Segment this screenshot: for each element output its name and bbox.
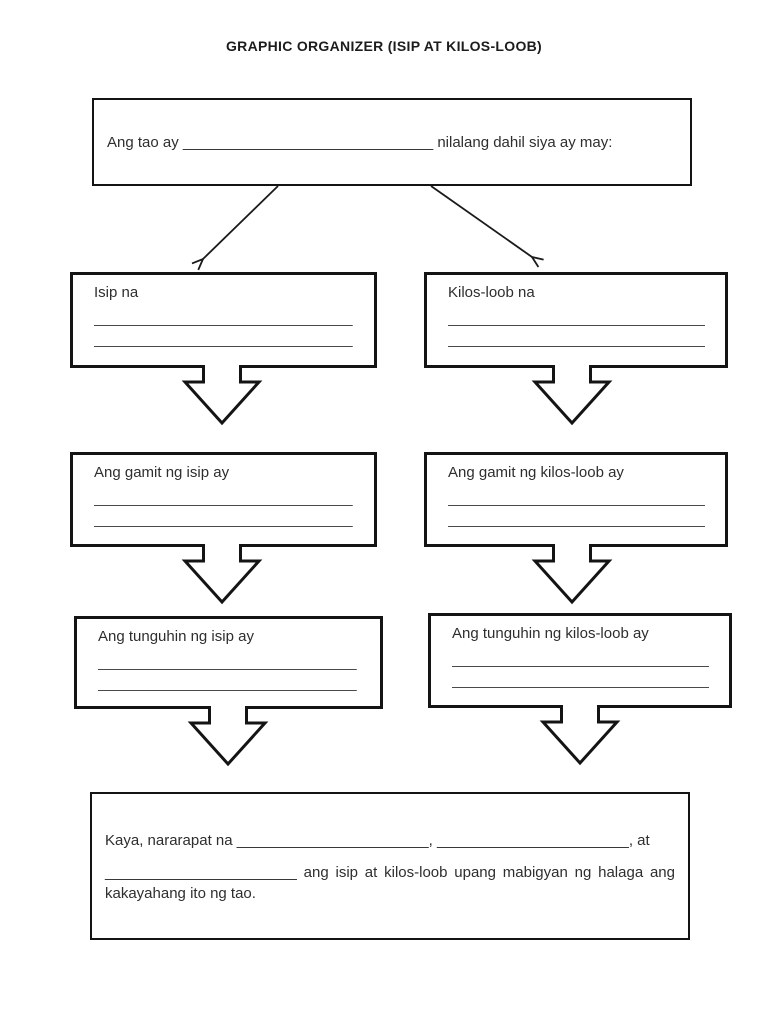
block-arrow-down-icon xyxy=(181,544,263,605)
box-kilos-loob-na: Kilos-loob na __________________________… xyxy=(424,272,728,368)
box-label: Ang gamit ng kilos-loob ay xyxy=(448,464,624,481)
conclusion-box: Kaya, nararapat na _____________________… xyxy=(90,792,690,940)
block-arrow-down-icon xyxy=(531,544,613,605)
blank-line: _______________________________ xyxy=(94,331,353,348)
blank-line: _______________________________ xyxy=(448,331,705,348)
box-tunguhin-ng-kilos-loob: Ang tunguhin ng kilos-loob ay __________… xyxy=(428,613,732,708)
blank-line: _______________________________ xyxy=(448,310,705,327)
blank-line: _______________________________ xyxy=(452,651,709,668)
blank-line: _______________________________ xyxy=(94,511,353,528)
box-gamit-ng-isip: Ang gamit ng isip ay ___________________… xyxy=(70,452,377,547)
blank-line: _______________________________ xyxy=(94,310,353,327)
conclusion-line: Kaya, nararapat na _____________________… xyxy=(105,832,650,849)
blank-line: _______________________________ xyxy=(94,490,353,507)
conclusion-line: _______________________ ang isip at kilo… xyxy=(105,864,675,881)
blank-line: _______________________________ xyxy=(448,490,705,507)
box-label: Isip na xyxy=(94,284,139,301)
arrow-down-right-icon xyxy=(430,185,532,257)
block-arrow-down-icon xyxy=(539,705,621,766)
blank-line: _______________________________ xyxy=(448,511,705,528)
premise-text: Ang tao ay _____________________________… xyxy=(107,133,613,151)
conclusion-line: kakayahang ito ng tao. xyxy=(105,885,256,902)
arrow-down-left-icon xyxy=(203,185,279,259)
box-tunguhin-ng-isip: Ang tunguhin ng isip ay ________________… xyxy=(74,616,383,709)
blank-line: _______________________________ xyxy=(98,654,357,671)
block-arrow-down-icon xyxy=(181,365,263,426)
blank-line: _______________________________ xyxy=(98,675,357,692)
block-arrow-down-icon xyxy=(187,706,269,767)
connector-arrows xyxy=(180,185,560,268)
box-label: Kilos-loob na xyxy=(448,284,535,301)
box-label: Ang gamit ng isip ay xyxy=(94,464,230,481)
box-isip-na: Isip na _______________________________ … xyxy=(70,272,377,368)
premise-box: Ang tao ay _____________________________… xyxy=(92,98,692,186)
box-gamit-ng-kilos-loob: Ang gamit ng kilos-loob ay _____________… xyxy=(424,452,728,547)
page-title: GRAPHIC ORGANIZER (ISIP AT KILOS-LOOB) xyxy=(225,38,543,54)
block-arrow-down-icon xyxy=(531,365,613,426)
box-label: Ang tunguhin ng kilos-loob ay xyxy=(452,625,649,642)
box-label: Ang tunguhin ng isip ay xyxy=(98,628,254,645)
blank-line: _______________________________ xyxy=(452,672,709,689)
